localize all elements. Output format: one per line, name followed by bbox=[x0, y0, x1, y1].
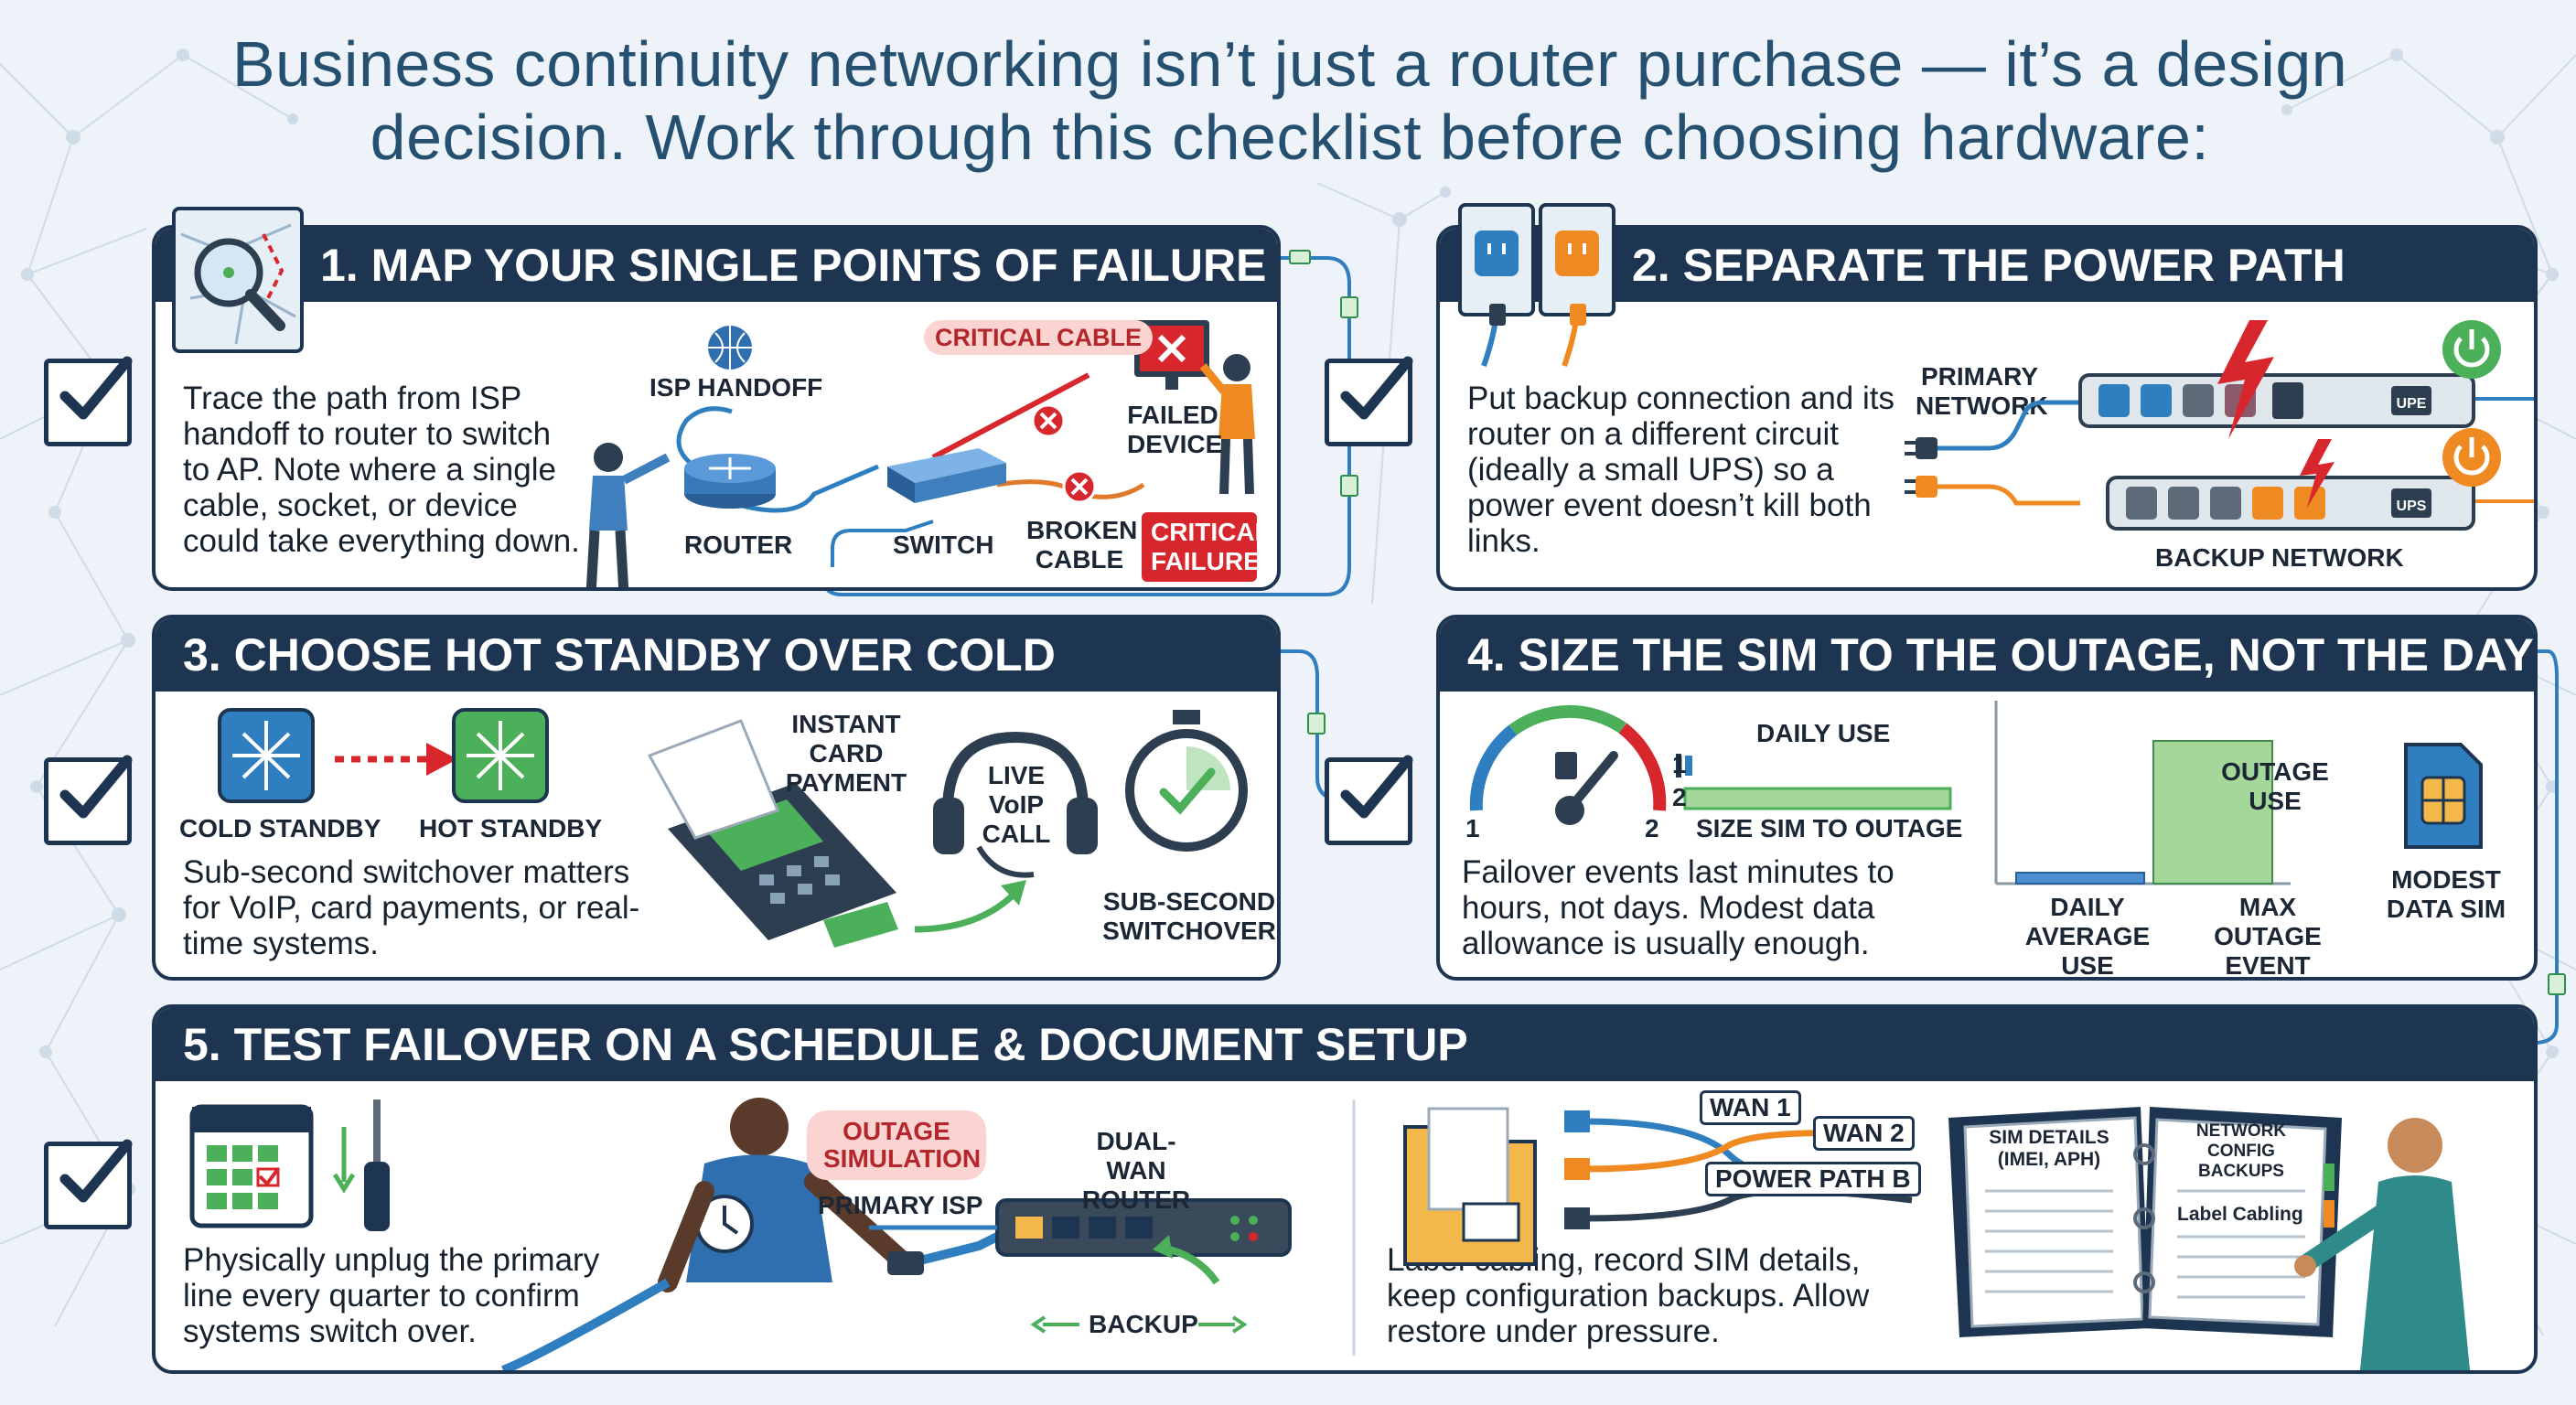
router-icon bbox=[684, 454, 776, 509]
hot-standby-label: HOT STANDBY bbox=[419, 814, 603, 842]
step-3-panel: 3. CHOOSE HOT STANDBY OVER COLD Sub-seco… bbox=[152, 615, 1281, 981]
gauge-max-label: 2 bbox=[1645, 814, 1659, 842]
standby-diagram bbox=[218, 708, 1248, 948]
wan-1-tag: WAN 1 bbox=[1700, 1090, 1801, 1125]
step-5-title-text: 5. TEST FAILOVER ON A SCHEDULE & DOCUMEN… bbox=[183, 1019, 1468, 1070]
modest-data-sim-label: MODEST DATA SIM bbox=[2386, 865, 2506, 923]
step-2-panel: 2. SEPARATE THE POWER PATH Put backup co… bbox=[1436, 225, 2538, 591]
plug-icon bbox=[1905, 476, 1937, 498]
calendar-icon bbox=[189, 1104, 314, 1228]
technician-figure bbox=[585, 443, 671, 587]
network-config-backups-page-label: NETWORK CONFIG BACKUPS bbox=[2195, 1121, 2287, 1181]
switch-label: SWITCH bbox=[893, 531, 994, 559]
critical-cable-tag: CRITICAL CABLE bbox=[924, 320, 1153, 355]
sim-card-icon bbox=[2404, 743, 2483, 849]
card-terminal-icon bbox=[647, 719, 898, 948]
step-3-title: 3. CHOOSE HOT STANDBY OVER COLD bbox=[156, 618, 1277, 692]
step-5-panel: 5. TEST FAILOVER ON A SCHEDULE & DOCUMEN… bbox=[152, 1004, 2538, 1374]
technician-figure bbox=[501, 1098, 1036, 1370]
wan-2-tag: WAN 2 bbox=[1813, 1116, 1915, 1151]
step-2-description: Put backup connection and its router on … bbox=[1467, 381, 1894, 559]
step-1-title-text: 1. MAP YOUR SINGLE POINTS OF FAILURE bbox=[320, 240, 1267, 291]
step-5-title: 5. TEST FAILOVER ON A SCHEDULE & DOCUMEN… bbox=[156, 1008, 2534, 1081]
step-1-title: 1. MAP YOUR SINGLE POINTS OF FAILURE bbox=[156, 229, 1277, 302]
label-cabling-page-label: Label Cabling bbox=[2177, 1204, 2303, 1225]
gauge-min-label: 1 bbox=[1465, 814, 1480, 842]
documenting-person-figure bbox=[2294, 1118, 2470, 1370]
primary-isp-label: PRIMARY ISP bbox=[818, 1191, 983, 1219]
step-4-title: 4. SIZE THE SIM TO THE OUTAGE, NOT THE D… bbox=[1440, 618, 2534, 692]
step-3-description: Sub-second switchover matters for VoIP, … bbox=[183, 854, 640, 961]
wall-outlets-icon bbox=[1458, 203, 1615, 368]
labeled-cables-icon bbox=[1564, 1110, 1913, 1229]
error-x-icon bbox=[1062, 469, 1097, 504]
row-2-label: 2 bbox=[1672, 783, 1687, 811]
step-4-title-text: 4. SIZE THE SIM TO THE OUTAGE, NOT THE D… bbox=[1467, 629, 2534, 681]
step-2-checkbox[interactable] bbox=[1325, 356, 1413, 446]
step-4-checkbox[interactable] bbox=[1325, 755, 1413, 845]
backup-network-label: BACKUP NETWORK bbox=[2155, 543, 2404, 572]
screwdriver-icon bbox=[364, 1099, 390, 1231]
backup-label: BACKUP bbox=[1089, 1310, 1198, 1338]
step-5-checkbox[interactable] bbox=[44, 1139, 133, 1229]
step-4-panel: 4. SIZE THE SIM TO THE OUTAGE, NOT THE D… bbox=[1436, 615, 2538, 981]
folder-icon bbox=[1403, 1107, 1537, 1266]
failed-device-label: FAILED DEVICE bbox=[1127, 401, 1223, 458]
sim-details-page-label: SIM DETAILS (IMEI, APH) bbox=[1989, 1127, 2109, 1170]
row-1-label: 1 bbox=[1672, 750, 1687, 778]
headset-icon bbox=[933, 731, 1098, 878]
bar-max-outage-value: OUTAGE USE bbox=[2221, 757, 2329, 815]
page-headline: Business continuity networking isn’t jus… bbox=[231, 28, 2348, 173]
isp-handoff-label: ISP HANDOFF bbox=[649, 373, 823, 402]
lightning-icon bbox=[2217, 320, 2274, 439]
outage-bar-chart bbox=[1994, 701, 2291, 885]
step-3-title-text: 3. CHOOSE HOT STANDBY OVER COLD bbox=[183, 629, 1056, 681]
ups-tag: UPS bbox=[2396, 499, 2427, 514]
primary-power-strip bbox=[2078, 373, 2475, 428]
router-label: ROUTER bbox=[684, 531, 793, 559]
live-voip-call-label: LIVE VoIP CALL bbox=[982, 761, 1051, 848]
power-path-b-tag: POWER PATH B bbox=[1705, 1162, 1921, 1196]
step-5-description-left: Physically unplug the primary line every… bbox=[183, 1242, 600, 1349]
backup-power-strip bbox=[2106, 476, 2475, 531]
upe-tag: UPE bbox=[2396, 396, 2427, 412]
plug-icon bbox=[1905, 437, 1937, 459]
step-1-description: Trace the path from ISP handoff to route… bbox=[183, 381, 580, 559]
category-daily-average: DAILY AVERAGE USE bbox=[2024, 893, 2151, 980]
data-gauge bbox=[1469, 704, 1952, 825]
step-3-checkbox[interactable] bbox=[44, 755, 133, 845]
category-max-outage: MAX OUTAGE EVENT bbox=[2214, 893, 2322, 980]
documentation-binder-icon bbox=[1948, 1107, 2342, 1337]
daily-use-label: DAILY USE bbox=[1756, 719, 1891, 747]
size-sim-label: SIZE SIM TO OUTAGE bbox=[1696, 814, 1963, 842]
step-1-checkbox[interactable] bbox=[44, 356, 133, 446]
map-magnifier-icon bbox=[172, 207, 304, 353]
hot-standby-router-icon bbox=[452, 708, 549, 803]
switch-icon bbox=[887, 448, 1006, 503]
globe-icon bbox=[708, 326, 752, 370]
broken-cable-label: BROKEN CABLE bbox=[1026, 516, 1138, 574]
step-2-title-text: 2. SEPARATE THE POWER PATH bbox=[1632, 240, 2345, 291]
step-4-description: Failover events last minutes to hours, n… bbox=[1462, 854, 1894, 961]
error-x-icon bbox=[1031, 403, 1066, 438]
power-on-icon bbox=[2442, 320, 2501, 379]
power-standby-icon bbox=[2442, 428, 2501, 487]
cold-standby-label: COLD STANDBY bbox=[179, 814, 381, 842]
technician-figure bbox=[1199, 354, 1255, 495]
cold-standby-router-icon bbox=[218, 708, 315, 803]
bar-max-outage bbox=[2152, 740, 2273, 885]
step-1-panel: 1. MAP YOUR SINGLE POINTS OF FAILURE Tra… bbox=[152, 225, 1281, 591]
power-strips-diagram bbox=[1905, 320, 2534, 531]
bar-daily-average bbox=[2015, 872, 2145, 885]
critical-failure-badge: CRITICAL FAILURE bbox=[1142, 512, 1271, 582]
stopwatch-icon bbox=[1125, 710, 1248, 852]
failover-test-scene bbox=[189, 1098, 2470, 1370]
lightning-icon bbox=[2300, 439, 2334, 508]
instant-card-payment-label: INSTANT CARD PAYMENT bbox=[785, 710, 907, 797]
step-2-title: 2. SEPARATE THE POWER PATH bbox=[1440, 229, 2534, 302]
dual-wan-router-icon bbox=[995, 1198, 1292, 1257]
outage-simulation-tag: OUTAGE SIMULATION bbox=[807, 1110, 986, 1180]
dual-wan-router-label: DUAL-WAN ROUTER bbox=[1081, 1127, 1191, 1214]
sub-second-switchover-label: SUB-SECOND SWITCHOVER bbox=[1102, 887, 1276, 945]
